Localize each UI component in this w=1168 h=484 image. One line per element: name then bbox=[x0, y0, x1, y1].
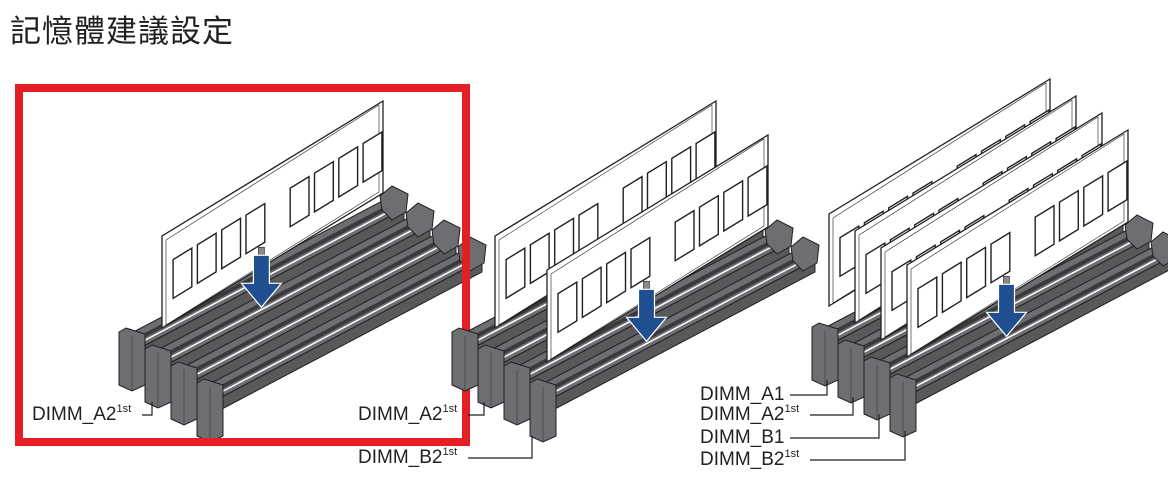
memory-module bbox=[906, 128, 1129, 359]
dimm-slot bbox=[144, 202, 435, 409]
module-board bbox=[161, 99, 384, 330]
memory-chip bbox=[1034, 204, 1055, 257]
module-board-edge bbox=[910, 133, 1125, 355]
insert-arrow-icon bbox=[240, 254, 283, 309]
slot-groove-highlight bbox=[211, 258, 475, 398]
memory-chip bbox=[338, 145, 359, 199]
memory-chip bbox=[196, 232, 217, 285]
memory-chip bbox=[245, 202, 266, 255]
memory-chip bbox=[1083, 174, 1104, 228]
dimm-label-name: DIMM_A2 bbox=[700, 404, 784, 425]
memory-module bbox=[546, 133, 769, 364]
module-board-edge bbox=[550, 138, 765, 360]
memory-chip bbox=[891, 258, 912, 312]
memory-chip bbox=[289, 175, 310, 228]
slot-latch-icon bbox=[379, 185, 409, 221]
dimm-label-priority: 1st bbox=[784, 448, 799, 460]
highlight-box bbox=[15, 84, 470, 446]
leader-line bbox=[468, 436, 533, 459]
slot-groove-highlight bbox=[544, 258, 808, 398]
memory-chip bbox=[917, 275, 938, 329]
memory-chip bbox=[865, 241, 886, 295]
memory-chip bbox=[172, 246, 193, 300]
dimm-label-name: DIMM_B2 bbox=[700, 449, 784, 470]
memory-chip bbox=[505, 246, 526, 300]
dimm-label-name: DIMM_A2 bbox=[32, 404, 116, 425]
memory-chip bbox=[313, 160, 334, 214]
memory-chip bbox=[1058, 189, 1080, 243]
memory-chip bbox=[581, 266, 602, 319]
memory-chip bbox=[1107, 159, 1128, 213]
module-board bbox=[906, 128, 1129, 359]
leader-line bbox=[790, 380, 828, 396]
slot-groove-highlight bbox=[159, 224, 423, 364]
dimm-slot bbox=[889, 231, 1168, 438]
config-one-dimm: DIMM_A21st bbox=[15, 84, 487, 446]
page-title: 記憶體建議設定 bbox=[10, 14, 234, 50]
dimm-label: DIMM_A21st bbox=[358, 403, 457, 425]
memory-chip bbox=[966, 246, 987, 299]
dimm-label: DIMM_B21st bbox=[700, 448, 799, 470]
slot-latch-icon bbox=[431, 219, 461, 255]
memory-chip bbox=[630, 236, 651, 289]
memory-chip bbox=[220, 217, 242, 270]
slot-groove bbox=[157, 219, 421, 361]
leader-line bbox=[810, 397, 854, 416]
slot-latch-icon bbox=[405, 202, 435, 238]
dimm-slot bbox=[529, 236, 820, 443]
memory-chip bbox=[941, 261, 962, 314]
insert-arrow-icon bbox=[985, 283, 1028, 338]
module-board-edge bbox=[165, 104, 380, 326]
dimm-label-priority: 1st bbox=[116, 403, 131, 415]
slot-groove bbox=[542, 253, 806, 395]
dimm-label: DIMM_A21st bbox=[32, 403, 131, 425]
leader-line bbox=[790, 414, 880, 439]
leader-line bbox=[468, 402, 485, 416]
dimm-label-priority: 1st bbox=[442, 403, 457, 415]
leader-line bbox=[810, 431, 906, 461]
memory-chip bbox=[529, 232, 550, 285]
leader-line bbox=[142, 402, 153, 416]
slot-groove bbox=[183, 236, 447, 378]
dimm-label-priority: 1st bbox=[784, 403, 799, 415]
memory-chip bbox=[723, 179, 744, 233]
module-board bbox=[546, 133, 769, 364]
slot-groove-highlight bbox=[185, 241, 449, 381]
dimm-label: DIMM_A1 bbox=[700, 384, 784, 405]
insert-arrow-icon bbox=[625, 288, 668, 343]
dimm-label: DIMM_B1 bbox=[700, 427, 784, 448]
memory-chip bbox=[557, 280, 578, 334]
memory-chip bbox=[990, 231, 1011, 284]
dimm-label-priority: 1st bbox=[442, 446, 457, 458]
slot-groove-highlight bbox=[904, 253, 1168, 393]
dimm-label: DIMM_B21st bbox=[358, 446, 457, 468]
dimm-label-name: DIMM_B1 bbox=[700, 427, 784, 448]
slot-groove bbox=[209, 253, 473, 395]
slot-latch-icon bbox=[764, 219, 794, 255]
dimm-label-name: DIMM_A2 bbox=[358, 404, 442, 425]
slot-latch-icon bbox=[1150, 231, 1168, 267]
slot-latch-icon bbox=[1124, 214, 1154, 250]
slot-latch-icon bbox=[790, 236, 820, 272]
memory-chip bbox=[698, 194, 719, 248]
dimm-label-name: DIMM_B2 bbox=[358, 447, 442, 468]
dimm-label-name: DIMM_A1 bbox=[700, 384, 784, 405]
memory-chip bbox=[839, 224, 860, 278]
memory-chip bbox=[362, 130, 383, 184]
memory-chip bbox=[747, 164, 768, 218]
slot-groove bbox=[902, 248, 1166, 390]
memory-chip bbox=[674, 209, 695, 262]
memory-chip bbox=[606, 251, 627, 304]
dimm-label: DIMM_A21st bbox=[700, 403, 799, 425]
memory-module bbox=[161, 99, 384, 330]
